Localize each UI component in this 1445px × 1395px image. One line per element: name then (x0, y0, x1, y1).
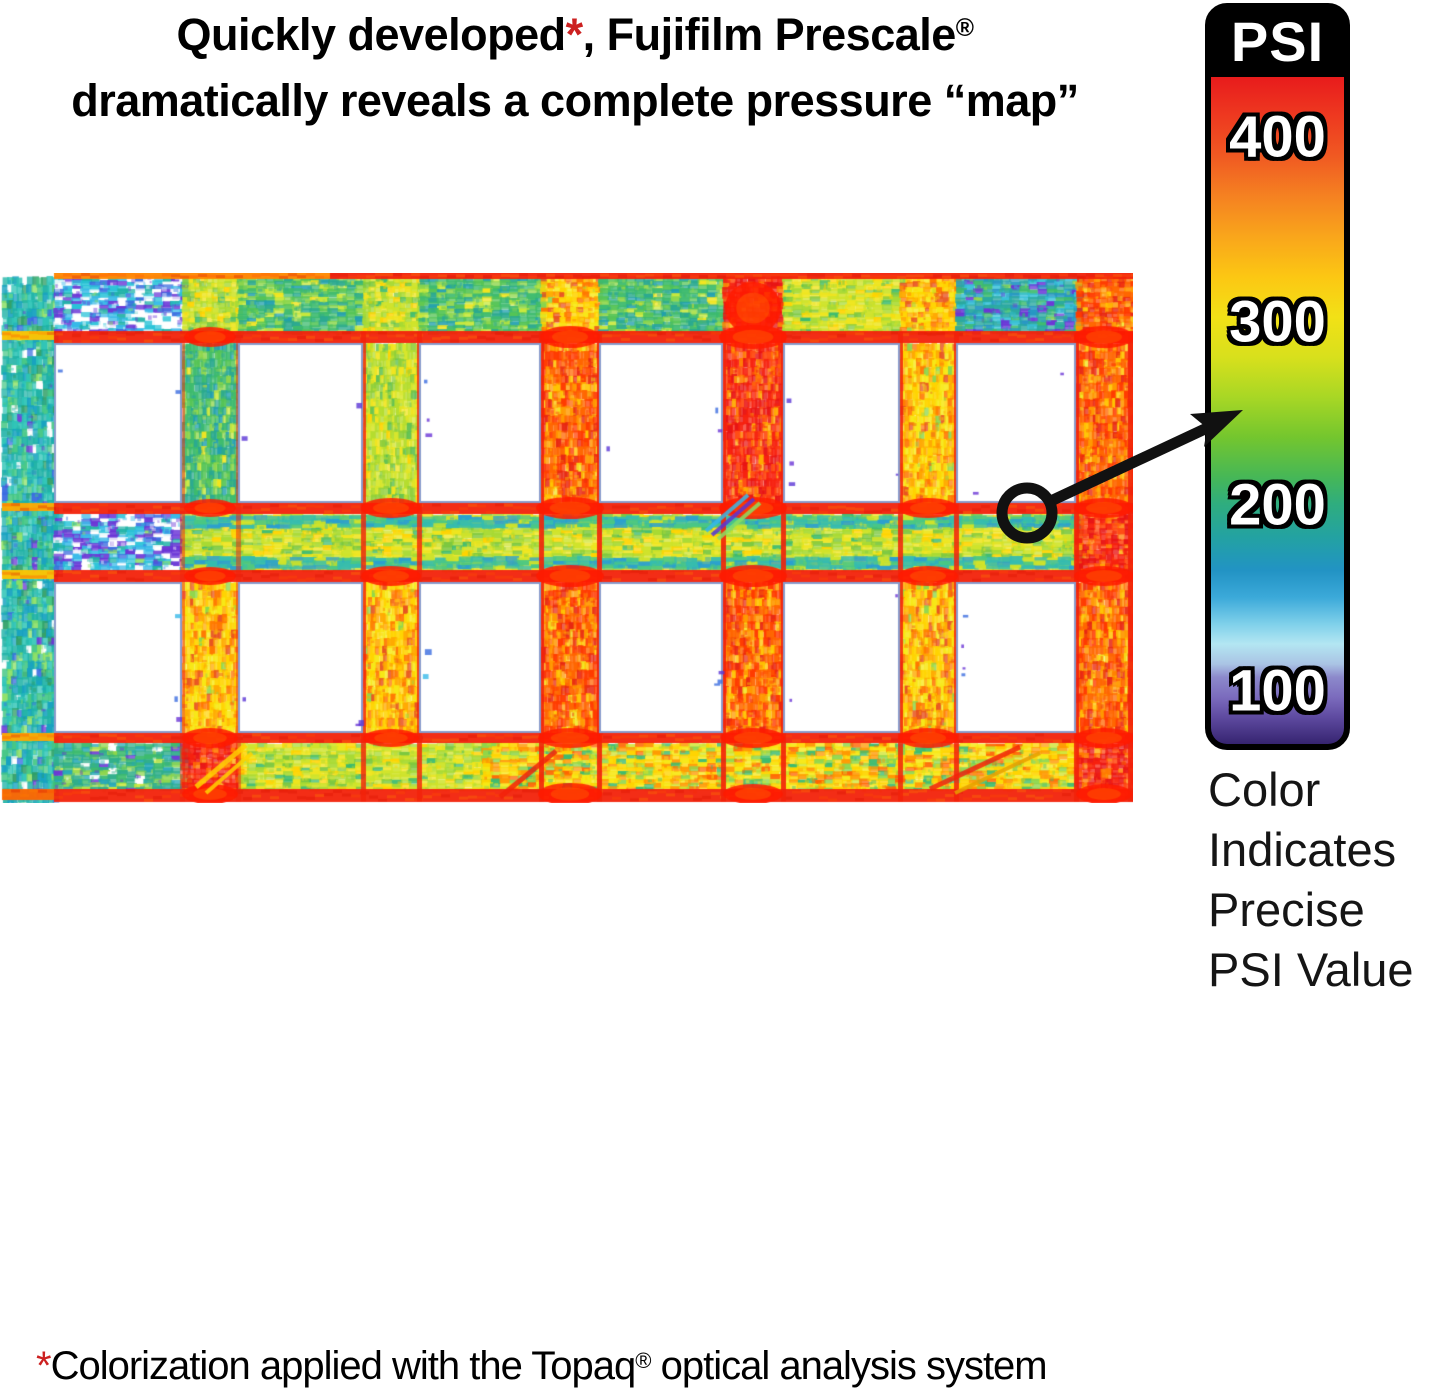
pressure-map-canvas (0, 273, 1133, 803)
psi-gradient (1211, 77, 1344, 744)
footnote-registered-mark-icon: ® (635, 1348, 651, 1373)
title-asterisk: * (565, 9, 584, 60)
footnote-text-1: Colorization applied with the Topaq (50, 1344, 637, 1388)
page-title: Quickly developed*, Fujifilm Prescale® d… (0, 6, 1150, 130)
footnote-text-2: optical analysis system (650, 1344, 1048, 1388)
psi-tick-label-200: 200 (1229, 472, 1326, 538)
title-text-1: Quickly developed (176, 9, 566, 60)
psi-tick-label-400: 400 (1229, 104, 1326, 170)
caption-line-3: Precise (1208, 883, 1365, 936)
title-line-1: Quickly developed*, Fujifilm Prescale® (0, 6, 1150, 72)
psi-scale: PSI 400 300 200 100 (1205, 3, 1350, 750)
title-line-2: dramatically reveals a complete pressure… (71, 75, 1079, 126)
caption-line-2: Indicates (1208, 823, 1397, 876)
footnote: *Colorization applied with the Topaq® op… (36, 1344, 1048, 1389)
psi-scale-header: PSI (1211, 9, 1344, 77)
psi-tick-label-300: 300 (1229, 289, 1326, 355)
caption-line-1: Color (1208, 763, 1321, 816)
scale-caption: Color Indicates Precise PSI Value (1208, 760, 1414, 1000)
registered-mark-icon: ® (955, 15, 974, 43)
footnote-asterisk: * (36, 1344, 52, 1388)
title-text-2: , Fujifilm Prescale (582, 9, 957, 60)
caption-line-4: PSI Value (1208, 943, 1414, 996)
psi-tick-label-100: 100 (1229, 658, 1326, 724)
